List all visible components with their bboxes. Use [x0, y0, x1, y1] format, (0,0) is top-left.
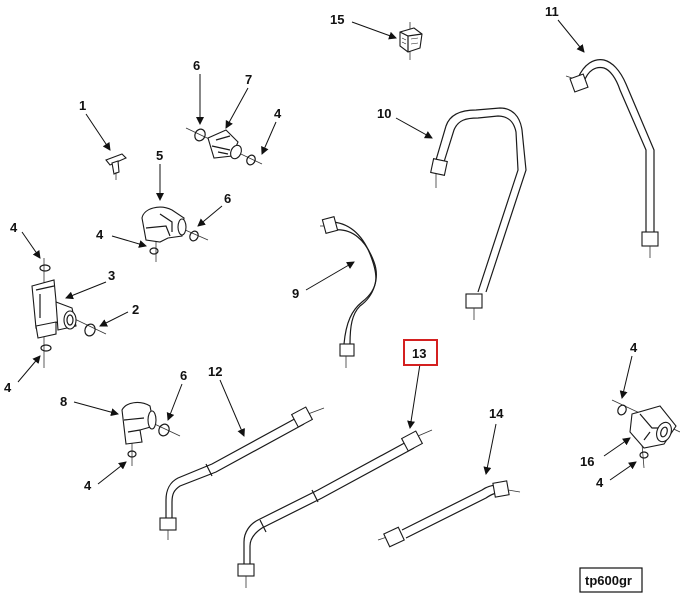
part-16-fitting — [611, 399, 680, 469]
leader-lines — [17, 19, 637, 485]
figure-reference: tp600gr — [579, 567, 643, 593]
callout-15: 15 — [330, 12, 344, 27]
callout-4-left-top: 4 — [10, 220, 18, 235]
callout-5: 5 — [156, 148, 163, 163]
callout-7: 7 — [245, 72, 252, 87]
callout-6-top: 6 — [193, 58, 200, 73]
part-1-key — [105, 153, 127, 180]
callout-11: 11 — [545, 4, 559, 19]
part-15-nut — [399, 22, 423, 60]
callout-16: 16 — [580, 454, 594, 469]
callout-1: 1 — [79, 98, 86, 113]
part-13-tube — [237, 429, 433, 588]
callout-13-highlight — [403, 339, 438, 366]
callout-4-right-bottom: 4 — [596, 475, 604, 490]
part-9-tube — [320, 216, 377, 368]
callout-12: 12 — [208, 364, 222, 379]
callout-8: 8 — [60, 394, 67, 409]
callout-4-mid: 4 — [96, 227, 104, 242]
figure-ref-label: tp600gr — [585, 573, 632, 588]
callout-10: 10 — [377, 106, 391, 121]
callout-9: 9 — [292, 286, 299, 301]
part-7-union — [185, 127, 263, 166]
callout-6-bottom: 6 — [180, 368, 187, 383]
part-5-elbow — [141, 206, 209, 262]
callout-6-mid: 6 — [224, 191, 231, 206]
part-12-tube — [159, 406, 325, 540]
callout-14: 14 — [489, 406, 504, 421]
callout-13: 13 — [412, 346, 426, 361]
part-3-tee — [31, 258, 107, 368]
callout-2: 2 — [132, 302, 139, 317]
callout-4-bottom: 4 — [84, 478, 92, 493]
part-8-elbow — [121, 401, 181, 466]
callout-3: 3 — [108, 268, 115, 283]
callout-4-left-bottom: 4 — [4, 380, 12, 395]
part-11-tube — [565, 59, 659, 258]
part-14-tube — [377, 480, 521, 548]
callout-4-top: 4 — [274, 106, 282, 121]
callout-labels: 15 11 6 7 4 1 10 5 6 4 4 3 2 9 4 8 6 4 1… — [4, 4, 638, 493]
callout-4-right-top: 4 — [630, 340, 638, 355]
part-10-tube — [430, 107, 527, 320]
